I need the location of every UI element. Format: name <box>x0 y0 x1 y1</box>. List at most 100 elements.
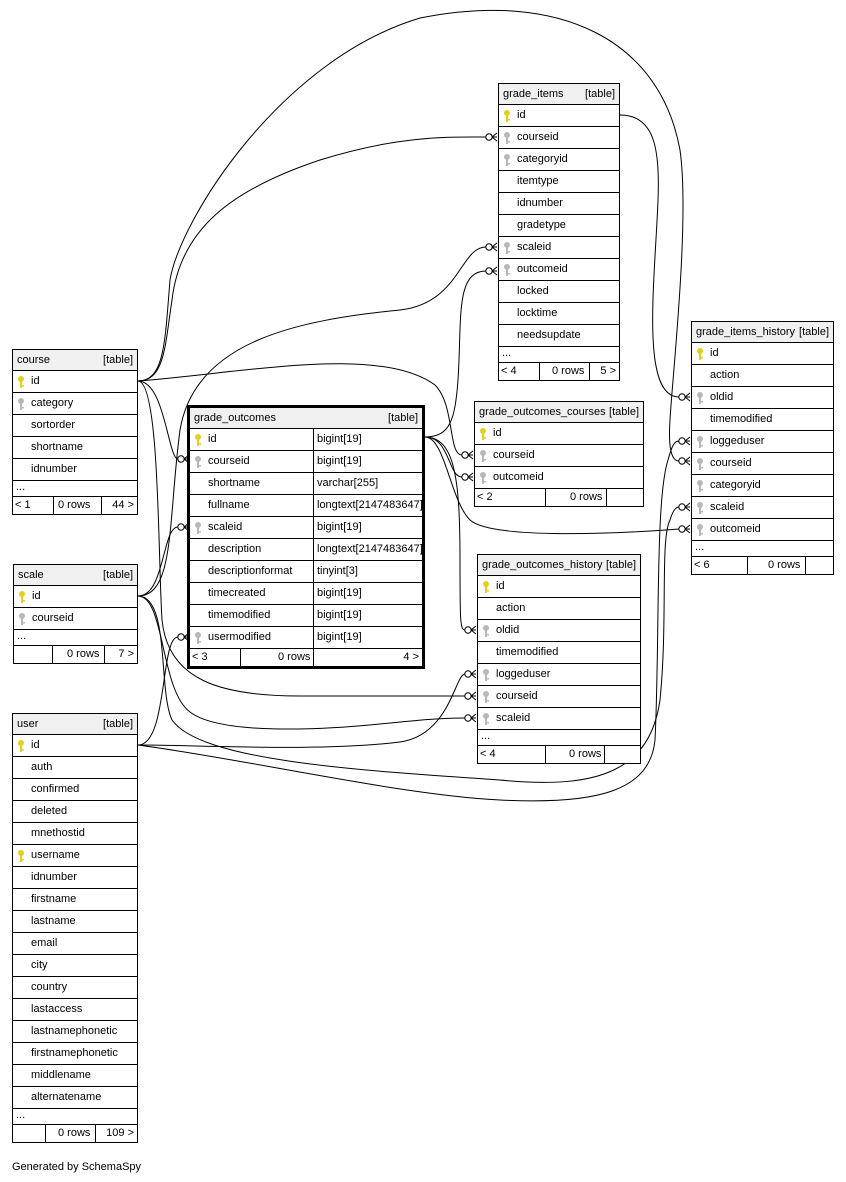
column-row[interactable]: mnethostid <box>13 823 137 845</box>
parents-link[interactable]: < 1 <box>15 499 31 511</box>
column-row[interactable]: alternatename <box>13 1087 137 1109</box>
column-name: loggeduser <box>710 435 765 447</box>
parents-link[interactable]: < 4 <box>480 748 496 760</box>
table-tag: [table] <box>388 412 418 424</box>
table-grade-outcomes-history[interactable]: grade_outcomes_history [table] id action… <box>477 554 641 764</box>
column-row[interactable]: idnumber <box>13 867 137 889</box>
column-name: mnethostid <box>31 827 85 839</box>
column-row[interactable]: gradetype <box>499 215 619 237</box>
relationship-line <box>137 363 463 456</box>
column-row[interactable]: lastaccess <box>13 999 137 1021</box>
column-row[interactable]: scaleid <box>692 497 833 519</box>
column-name: alternatename <box>31 1091 102 1103</box>
column-row[interactable]: categoryid <box>499 149 619 171</box>
column-row[interactable]: lastname <box>13 911 137 933</box>
column-row[interactable]: locked <box>499 281 619 303</box>
table-tag: [table] <box>103 718 133 730</box>
table-course[interactable]: course [table] id category sortorder sho… <box>12 349 138 515</box>
parents-link[interactable]: < 2 <box>477 491 493 503</box>
column-row[interactable]: id <box>13 735 137 757</box>
column-row[interactable]: id <box>692 343 833 365</box>
table-user[interactable]: user [table] id auth confirmed deleted m… <box>12 713 138 1143</box>
column-row[interactable]: courseid <box>499 127 619 149</box>
column-row[interactable]: scaleid <box>478 708 640 730</box>
column-name: locked <box>517 285 549 297</box>
column-row[interactable]: courseid <box>14 608 137 630</box>
column-row[interactable]: deleted <box>13 801 137 823</box>
column-row[interactable]: firstnamephonetic <box>13 1043 137 1065</box>
column-row[interactable]: email <box>13 933 137 955</box>
children-link[interactable]: 7 > <box>118 648 134 660</box>
column-row[interactable]: firstname <box>13 889 137 911</box>
column-row[interactable]: outcomeid <box>499 259 619 281</box>
column-row[interactable]: id <box>475 423 643 445</box>
column-row[interactable]: category <box>13 393 137 415</box>
column-name: id <box>31 739 40 751</box>
column-row[interactable]: sortorder <box>13 415 137 437</box>
column-row[interactable]: scaleid <box>499 237 619 259</box>
column-row[interactable]: action <box>692 365 833 387</box>
column-row[interactable]: outcomeid <box>475 467 643 489</box>
column-name: courseid <box>496 690 538 702</box>
column-row[interactable]: locktime <box>499 303 619 325</box>
table-grade-outcomes-courses[interactable]: grade_outcomes_courses [table] id course… <box>474 401 644 507</box>
column-row[interactable]: loggeduser <box>692 431 833 453</box>
parents-link[interactable]: < 4 <box>501 365 517 377</box>
column-name: idnumber <box>31 871 77 883</box>
children-link[interactable]: 44 > <box>112 499 134 511</box>
children-link[interactable]: 4 > <box>403 651 419 663</box>
children-link[interactable]: 5 > <box>600 365 616 377</box>
column-row[interactable]: idnumber <box>499 193 619 215</box>
column-row[interactable]: country <box>13 977 137 999</box>
column-row[interactable]: timemodified <box>692 409 833 431</box>
column-row[interactable]: courseid <box>692 453 833 475</box>
column-row[interactable]: id <box>499 105 619 127</box>
column-row[interactable]: auth <box>13 757 137 779</box>
column-row[interactable]: itemtype <box>499 171 619 193</box>
column-row[interactable]: id <box>14 586 137 608</box>
optional-marker <box>464 670 472 678</box>
column-row[interactable]: courseid <box>478 686 640 708</box>
column-row[interactable]: id <box>478 576 640 598</box>
row-count: 0 rows <box>570 491 603 503</box>
children-link[interactable]: 109 > <box>106 1127 134 1139</box>
column-row[interactable]: idnumber <box>13 459 137 481</box>
column-row[interactable]: middlename <box>13 1065 137 1087</box>
table-grade-items[interactable]: grade_items [table] id courseid category… <box>498 83 620 381</box>
column-type: tinyint[3] <box>313 561 358 582</box>
parents-link[interactable]: < 3 <box>192 651 208 663</box>
column-name: description <box>208 543 262 555</box>
column-row[interactable]: confirmed <box>13 779 137 801</box>
column-row[interactable]: lastnamephonetic <box>13 1021 137 1043</box>
column-row[interactable]: oldid <box>478 620 640 642</box>
column-row[interactable]: timemodified <box>478 642 640 664</box>
column-row[interactable]: id <box>13 371 137 393</box>
column-row[interactable]: courseid <box>475 445 643 467</box>
column-row[interactable]: username <box>13 845 137 867</box>
column-row[interactable]: outcomeid <box>692 519 833 541</box>
column-row[interactable]: needsupdate <box>499 325 619 347</box>
column-row[interactable]: oldid <box>692 387 833 409</box>
parents-link[interactable]: < 6 <box>694 559 710 571</box>
table-grade-items-history[interactable]: grade_items_history [table] id action ol… <box>691 321 834 575</box>
relationship-line <box>137 506 680 783</box>
table-footer: 0 rows 7 > <box>14 646 137 663</box>
optional-marker <box>485 267 493 275</box>
column-row[interactable]: shortname <box>13 437 137 459</box>
column-row[interactable]: categoryid <box>692 475 833 497</box>
table-scale[interactable]: scale [table] id courseid ... 0 rows 7 > <box>13 564 138 664</box>
column-row[interactable]: action <box>478 598 640 620</box>
column-row[interactable]: loggeduser <box>478 664 640 686</box>
column-row[interactable]: city <box>13 955 137 977</box>
